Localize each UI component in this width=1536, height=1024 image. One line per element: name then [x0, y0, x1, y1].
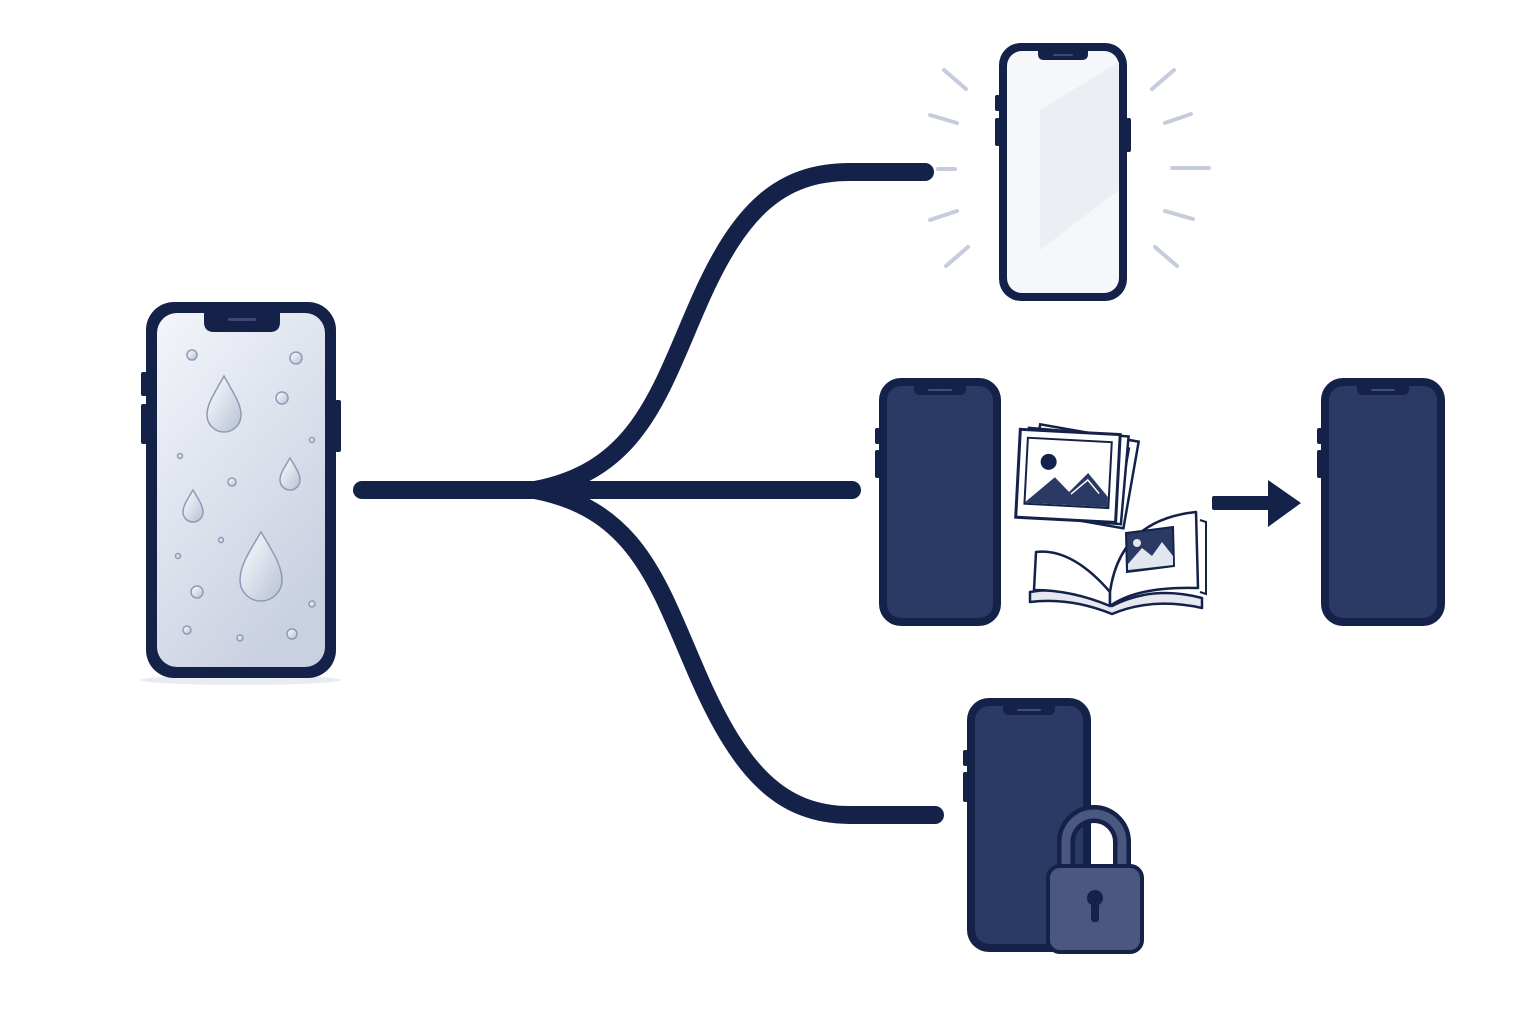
phone-lit-screen [928, 43, 1211, 301]
branch-connectors [353, 163, 944, 824]
padlock-icon [1046, 805, 1144, 954]
target-phone [1317, 378, 1445, 626]
locked-phone [963, 698, 1144, 954]
open-album [1028, 510, 1207, 616]
connector-to-locked-phone [526, 481, 944, 824]
right-arrow-icon [1212, 480, 1301, 527]
water-droplets-icon [174, 349, 316, 642]
glowing-screen-icon [928, 68, 1211, 268]
photo-print [1014, 427, 1122, 525]
wet-phone [141, 302, 341, 685]
connector-to-lit-phone [526, 163, 934, 499]
source-phone [875, 378, 1001, 626]
photo-album-icon [1014, 422, 1207, 616]
